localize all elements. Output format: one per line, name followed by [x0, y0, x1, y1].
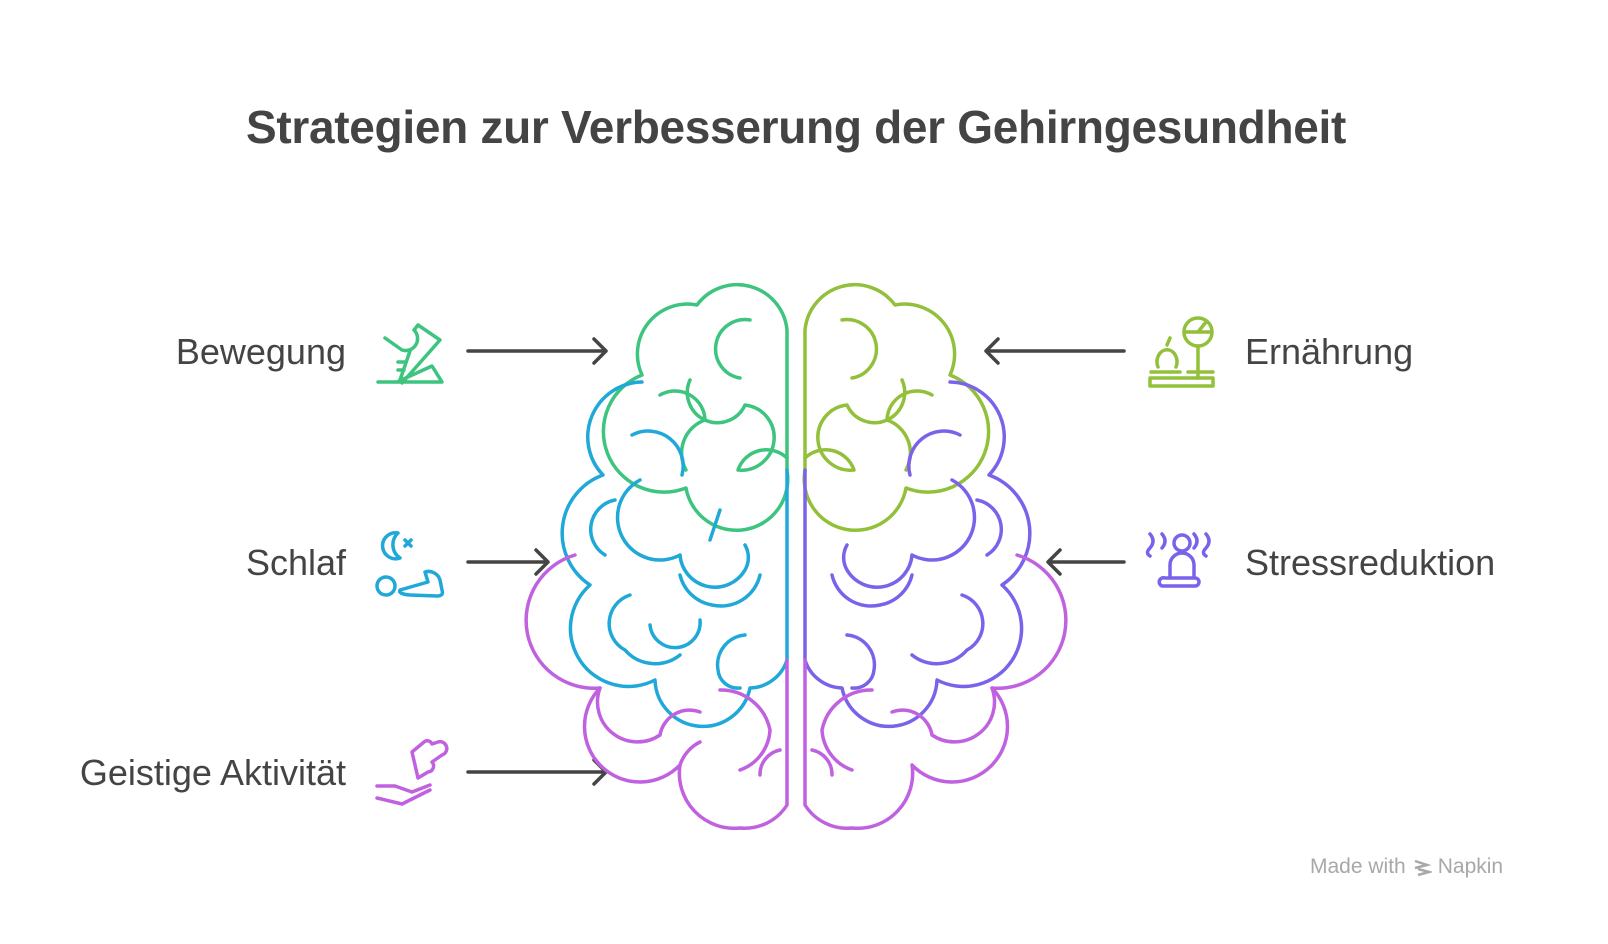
arrow-schlaf — [466, 548, 550, 576]
napkin-logo-icon — [1414, 859, 1432, 877]
sleeping-person-icon — [375, 531, 445, 598]
watermark-brand: Napkin — [1437, 855, 1504, 878]
brain-right-hemisphere — [802, 282, 1068, 831]
brain-region-bottom-right — [803, 553, 1068, 831]
running-shoe-icon — [376, 323, 444, 385]
label-stressreduktion: Stressreduktion — [1245, 542, 1496, 583]
watermark-made-with: Made with — [1310, 855, 1406, 878]
arrow-bewegung — [466, 337, 608, 365]
arrow-geistige-aktivitaet — [466, 758, 608, 786]
brain-region-bewegung — [601, 282, 790, 532]
page-title: Strategien zur Verbesserung der Gehirnge… — [245, 101, 1347, 153]
label-schlaf: Schlaf — [245, 542, 346, 583]
brain-region-stressreduktion — [803, 380, 1032, 729]
arrow-ernaehrung — [984, 337, 1126, 365]
watermark: Made with Napkin — [1310, 855, 1503, 879]
puzzle-hand-icon — [375, 739, 449, 806]
brain-region-ernaehrung — [802, 282, 991, 532]
brain-region-geistige-aktivitaet — [524, 553, 789, 831]
brain-region-schlaf — [560, 380, 789, 729]
label-geistige-aktivitaet: Geistige Aktivität — [79, 752, 346, 793]
meditation-icon — [1145, 532, 1211, 588]
label-bewegung: Bewegung — [175, 331, 346, 372]
arrow-stressreduktion — [1046, 548, 1126, 576]
apple-scale-icon — [1148, 316, 1215, 388]
label-ernaehrung: Ernährung — [1245, 331, 1414, 372]
arrows — [466, 337, 1126, 786]
brain-left-hemisphere — [524, 282, 790, 831]
